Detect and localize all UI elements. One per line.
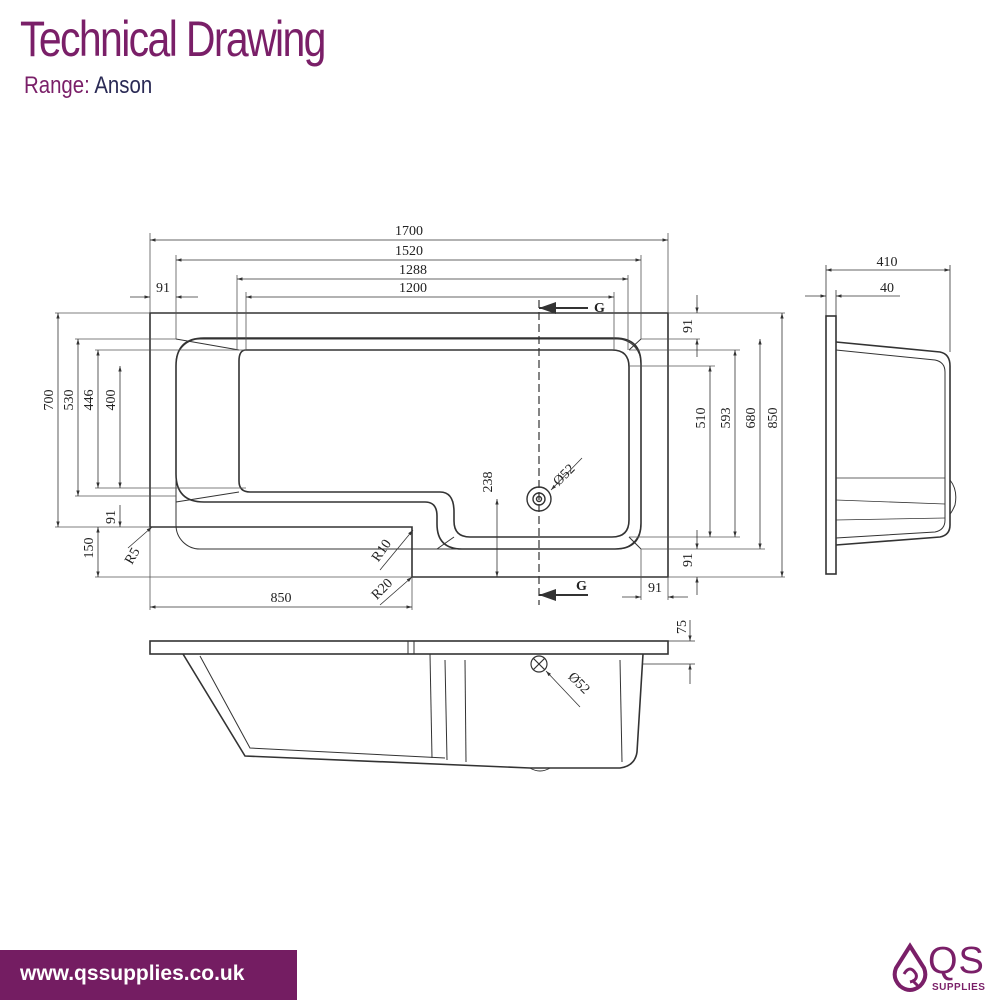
footer-url[interactable]: www.qssupplies.co.uk [20, 962, 245, 985]
dim-91-left: 91 [104, 510, 119, 524]
footer-bar: www.qssupplies.co.uk [0, 950, 297, 1000]
dim-1700: 1700 [395, 224, 423, 239]
dim-1200: 1200 [399, 281, 427, 296]
dim-400: 400 [104, 390, 119, 411]
plan-view [149, 300, 669, 605]
dim-530: 530 [62, 390, 77, 411]
range-label: Range: [24, 72, 90, 99]
side-view-dims [545, 620, 695, 708]
logo-text: QS [928, 940, 985, 982]
dim-40: 40 [880, 281, 894, 296]
dim-side-waste-diameter: Ø52 [565, 670, 593, 698]
dim-510: 510 [694, 408, 709, 429]
side-view [149, 640, 669, 772]
basin-inner [238, 349, 630, 538]
droplet-q-icon [892, 942, 928, 992]
page-title: Technical Drawing [20, 11, 326, 67]
dim-91-top-left: 91 [156, 281, 170, 296]
dim-446: 446 [82, 390, 97, 411]
basin-outer [175, 337, 642, 550]
dim-91-bottom-right: 91 [648, 581, 662, 596]
dim-700: 700 [42, 390, 57, 411]
dim-1288: 1288 [399, 263, 427, 278]
dim-r20: R20 [369, 576, 396, 603]
dim-75: 75 [675, 620, 690, 634]
dim-680: 680 [744, 408, 759, 429]
dim-850-bottom: 850 [271, 591, 292, 606]
dim-850-right: 850 [766, 408, 781, 429]
qs-supplies-logo: QS SUPPLIES [890, 940, 996, 998]
extension-lines [55, 233, 785, 610]
inner-rim [175, 338, 642, 550]
dim-r5: R5 [122, 545, 143, 567]
dim-410: 410 [877, 255, 898, 270]
dim-1520: 1520 [395, 244, 423, 259]
section-marker-top: G [594, 301, 605, 316]
dim-91-right-bottom: 91 [681, 553, 696, 567]
section-markers [539, 302, 588, 601]
logo-subtext: SUPPLIES [932, 982, 986, 993]
dimension-lines [56, 238, 784, 609]
range-value: Anson [94, 72, 153, 99]
dim-91-right-top: 91 [681, 319, 696, 333]
dim-238: 238 [481, 472, 496, 493]
range-subtitle: Range: Anson [24, 72, 152, 100]
end-view-dims [805, 265, 951, 352]
dim-150: 150 [82, 538, 97, 559]
end-view [825, 315, 957, 575]
dim-r10: R10 [369, 537, 395, 565]
section-marker-bottom: G [576, 579, 587, 594]
dim-593: 593 [719, 408, 734, 429]
waste-side [530, 655, 548, 673]
